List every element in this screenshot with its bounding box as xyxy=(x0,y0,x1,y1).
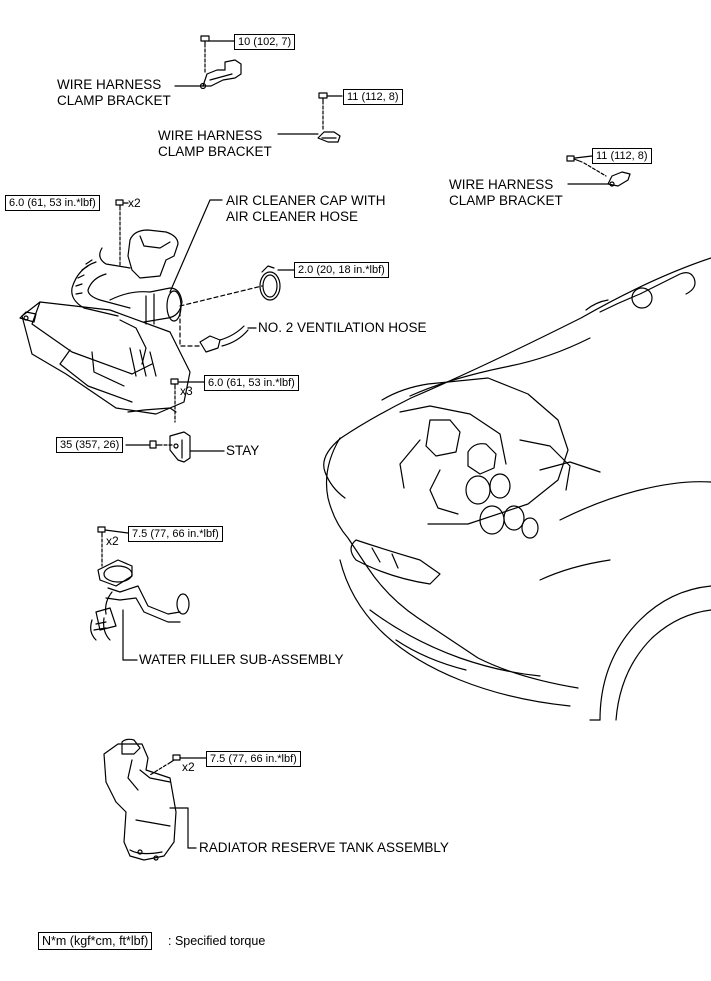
torque-spec-2: 11 (112, 8) xyxy=(343,89,403,105)
bolt-icon xyxy=(150,441,174,448)
no2-ventilation-hose xyxy=(200,326,248,352)
wire-harness-clamp-bracket-1 xyxy=(201,60,242,89)
leader-lines xyxy=(105,41,608,848)
water-filler-assembly xyxy=(91,560,189,640)
bolt-icon xyxy=(150,755,180,775)
label-line: CLAMP BRACKET xyxy=(57,93,171,108)
label-line: WIRE HARNESS xyxy=(158,128,263,143)
torque-spec-7: 35 (357, 26) xyxy=(56,437,124,453)
torque-spec-6: 6.0 (61, 53 in.*lbf) xyxy=(204,375,299,391)
bolt-icon xyxy=(116,200,123,265)
label-no2-ventilation-hose: NO. 2 VENTILATION HOSE xyxy=(258,320,427,335)
quantity-marker-2: x3 xyxy=(180,384,193,398)
torque-spec-5: 2.0 (20, 18 in.*lbf) xyxy=(294,262,389,278)
torque-spec-1: 10 (102, 7) xyxy=(234,34,296,50)
label-stay: STAY xyxy=(226,443,260,458)
label-air-cleaner-cap: AIR CLEANER CAP WITH AIR CLEANER HOSE xyxy=(226,193,386,225)
legend-unit-box: N*m (kgf*cm, ft*lbf) xyxy=(38,932,153,950)
label-radiator-reserve-tank: RADIATOR RESERVE TANK ASSEMBLY xyxy=(199,840,449,855)
dashed-links xyxy=(180,286,262,346)
torque-spec-9: 7.5 (77, 66 in.*lbf) xyxy=(206,751,301,767)
bolt-icon xyxy=(567,156,606,176)
label-line: AIR CLEANER HOSE xyxy=(226,209,359,224)
air-cleaner-assembly xyxy=(20,230,190,414)
legend-description: : Specified torque xyxy=(168,934,266,948)
label-line: WIRE HARNESS xyxy=(449,177,554,192)
label-line: CLAMP BRACKET xyxy=(449,193,563,208)
bolt-icon xyxy=(98,527,105,566)
quantity-marker-1: x2 xyxy=(128,196,141,210)
torque-spec-4: 6.0 (61, 53 in.*lbf) xyxy=(5,195,100,211)
stay-bracket xyxy=(170,432,190,462)
label-wire-harness-clamp-bracket-2: WIRE HARNESS CLAMP BRACKET xyxy=(158,128,272,160)
wire-harness-clamp-bracket-3 xyxy=(608,172,630,186)
hose-clamp xyxy=(260,266,280,300)
radiator-reserve-tank xyxy=(104,739,176,860)
label-wire-harness-clamp-bracket-3: WIRE HARNESS CLAMP BRACKET xyxy=(449,177,563,209)
label-line: CLAMP BRACKET xyxy=(158,144,272,159)
bolt-icon xyxy=(319,93,327,130)
quantity-marker-4: x2 xyxy=(182,760,195,774)
quantity-marker-3: x2 xyxy=(106,534,119,548)
bolt-icon xyxy=(201,36,209,72)
torque-spec-8: 7.5 (77, 66 in.*lbf) xyxy=(128,526,223,542)
label-water-filler: WATER FILLER SUB-ASSEMBLY xyxy=(139,652,344,667)
label-line: AIR CLEANER CAP WITH xyxy=(226,193,386,208)
vehicle-front-view xyxy=(324,258,711,720)
torque-spec-3: 11 (112, 8) xyxy=(592,148,652,164)
label-line: WIRE HARNESS xyxy=(57,77,162,92)
wire-harness-clamp-bracket-2 xyxy=(318,132,340,142)
bolt-icon xyxy=(171,379,178,422)
label-wire-harness-clamp-bracket-1: WIRE HARNESS CLAMP BRACKET xyxy=(57,77,171,109)
